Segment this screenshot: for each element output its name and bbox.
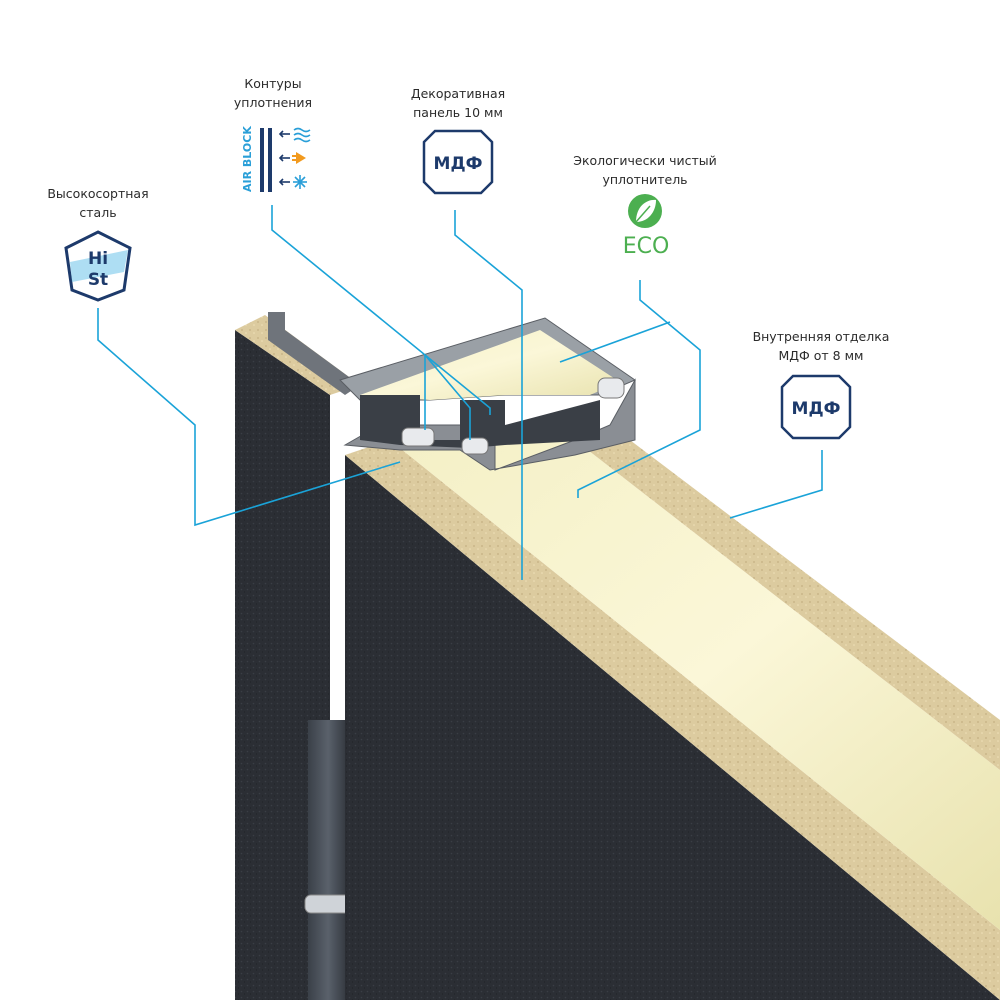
snowflake-icon (293, 175, 307, 189)
callout-lines (97, 205, 823, 580)
door-frame-face (235, 330, 330, 1000)
label-steel: Высокосортная сталь (38, 184, 158, 222)
callout-line-eco (577, 280, 701, 498)
hist-badge (64, 230, 132, 302)
door-leaf-mdf-outer (345, 440, 1000, 1000)
callout-line-eco-2 (559, 321, 671, 363)
hinge-ring (304, 894, 352, 914)
mdf-badge-inner-text: МДФ (792, 399, 841, 419)
hist-badge-text-hi: Hi (88, 249, 108, 269)
callout-line-seal (271, 205, 491, 415)
callout-line-decor (454, 210, 523, 580)
eco-text: ECO (623, 234, 670, 259)
label-decor-line1: Декоративная (410, 86, 506, 101)
label-steel-line2: сталь (79, 205, 117, 220)
label-eco: Экологически чистый уплотнитель (565, 151, 725, 189)
label-seal-line1: Контуры (244, 76, 302, 91)
callout-line-inner (729, 450, 823, 519)
air-waves-icon (293, 127, 311, 143)
label-seal: Контуры уплотнения (213, 74, 333, 112)
callout-line-steel (97, 308, 401, 527)
seal-gaskets (401, 377, 625, 455)
mdf-badge-decor-text: МДФ (434, 154, 483, 174)
hist-badge-text-st: St (88, 270, 108, 290)
door-leaf-mdf-inner (575, 425, 1000, 770)
mdf-badge-decor-shape (422, 129, 494, 195)
eco-leaf-icon (628, 194, 662, 228)
label-decor-line2: панель 10 мм (413, 105, 503, 120)
hinge-body (308, 720, 348, 1000)
label-inner-line1: Внутренняя отделка (752, 329, 890, 344)
door-leaf-insulation (390, 440, 1000, 930)
airblock-icon (260, 127, 311, 192)
label-steel-line1: Высокосортная (47, 186, 149, 201)
heat-icon (292, 152, 306, 164)
label-inner: Внутренняя отделка МДФ от 8 мм (746, 327, 896, 365)
label-decor: Декоративная панель 10 мм (398, 84, 518, 122)
frame-steel-lip (268, 312, 360, 395)
label-inner-line2: МДФ от 8 мм (778, 348, 864, 363)
label-seal-line2: уплотнения (233, 95, 313, 110)
callout-line-seal-3 (424, 354, 471, 440)
mdf-badge-inner-shape (780, 374, 852, 440)
label-eco-line1: Экологически чистый (573, 153, 717, 168)
airblock-vertical-text: AIR BLOCK (241, 126, 254, 192)
label-eco-line2: уплотнитель (602, 172, 688, 187)
